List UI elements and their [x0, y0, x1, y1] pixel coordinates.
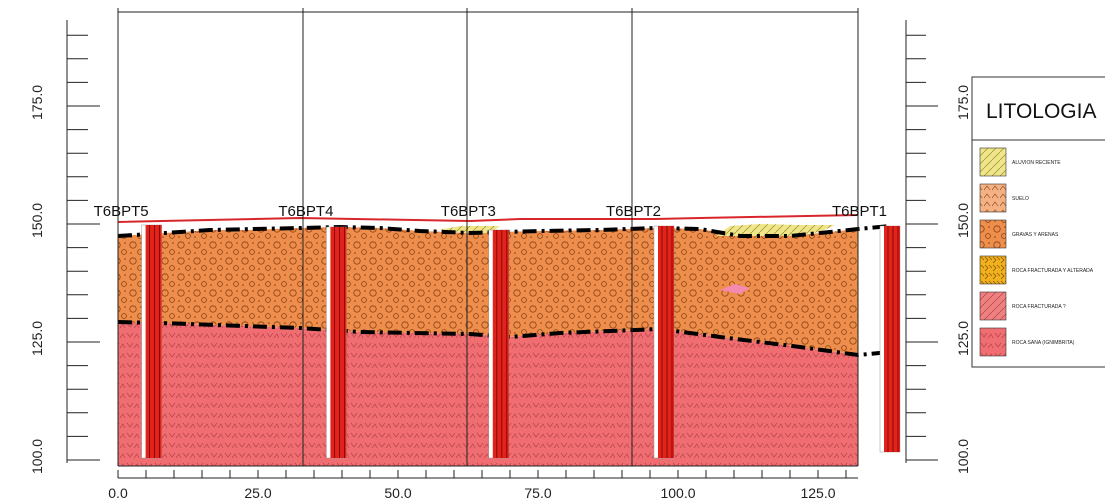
x-tick-label: 75.0: [524, 485, 551, 501]
borehole-t6bpt3: T6BPT3: [441, 203, 510, 459]
x-tick-label: 125.0: [800, 485, 835, 501]
legend-item-label: ROCA FRACTURADA ?: [1012, 304, 1066, 310]
section-body: [118, 224, 858, 466]
borehole-label: T6BPT4: [278, 203, 333, 220]
bedrock-layer: [118, 322, 858, 466]
legend-item-label: GRAVAS Y ARENAS: [1012, 232, 1059, 238]
legend-item-label: ROCA FRACTURADA Y ALTERADA: [1012, 268, 1094, 274]
left-y-axis: 100.0 125.0 150.0 175.0: [29, 20, 100, 474]
borehole-label: T6BPT5: [94, 203, 149, 220]
borehole-label: T6BPT1: [832, 203, 887, 220]
x-tick-label: 25.0: [244, 485, 271, 501]
legend-item: ROCA FRACTURADA ?: [979, 291, 1066, 321]
frame: [117, 8, 859, 467]
lower-boundary-line: [117, 320, 891, 358]
borehole-t6bpt4: T6BPT4: [278, 203, 347, 459]
ground-surface-line: [117, 214, 859, 223]
legend-item: SUELO: [979, 183, 1029, 213]
x-tick-label: 50.0: [384, 485, 411, 501]
legend-item-label: ALUVION RECIENTE: [1012, 160, 1061, 166]
legend-item: ALUVION RECIENTE: [979, 147, 1061, 177]
y-tick-left: 175.0: [29, 85, 45, 120]
borehole-label: T6BPT3: [441, 203, 496, 220]
right-y-axis: 100.0 125.0 150.0 175.0: [905, 20, 971, 474]
y-tick-right: 175.0: [955, 85, 971, 120]
legend-title: LITOLOGIA: [986, 100, 1097, 123]
x-axis: 0.0 25.0 50.0 75.0 100.0 125.0: [108, 470, 858, 501]
y-tick-right: 100.0: [955, 439, 971, 474]
legend-item-label: ROCA SANA (IGNIMBRITA): [1012, 340, 1075, 346]
legend-item: GRAVAS Y ARENAS: [979, 219, 1059, 249]
legend-item: ROCA FRACTURADA Y ALTERADA: [979, 255, 1094, 285]
boreholes: T6BPT5 T6BPT4 T6BPT3 T6BPT2 T6BPT1: [94, 203, 901, 459]
legend-item: ROCA SANA (IGNIMBRITA): [979, 327, 1075, 357]
upper-boundary-line: [117, 224, 891, 238]
borehole-t6bpt1: T6BPT1: [832, 203, 901, 453]
y-tick-left: 150.0: [29, 203, 45, 238]
borehole-label: T6BPT2: [606, 203, 661, 220]
borehole-t6bpt5: T6BPT5: [94, 203, 162, 459]
y-tick-left: 100.0: [29, 439, 45, 474]
y-tick-left: 125.0: [29, 321, 45, 356]
legend-item-label: SUELO: [1012, 196, 1029, 202]
y-tick-right: 150.0: [955, 203, 971, 238]
y-tick-right: 125.0: [955, 321, 971, 356]
x-tick-label: 100.0: [660, 485, 695, 501]
legend: LITOLOGIA ALUVION RECIENTE SUELO GRAVAS Y …: [971, 76, 1105, 368]
pink-lens: [720, 284, 750, 294]
x-tick-label: 0.0: [108, 485, 128, 501]
borehole-t6bpt2: T6BPT2: [606, 203, 675, 459]
